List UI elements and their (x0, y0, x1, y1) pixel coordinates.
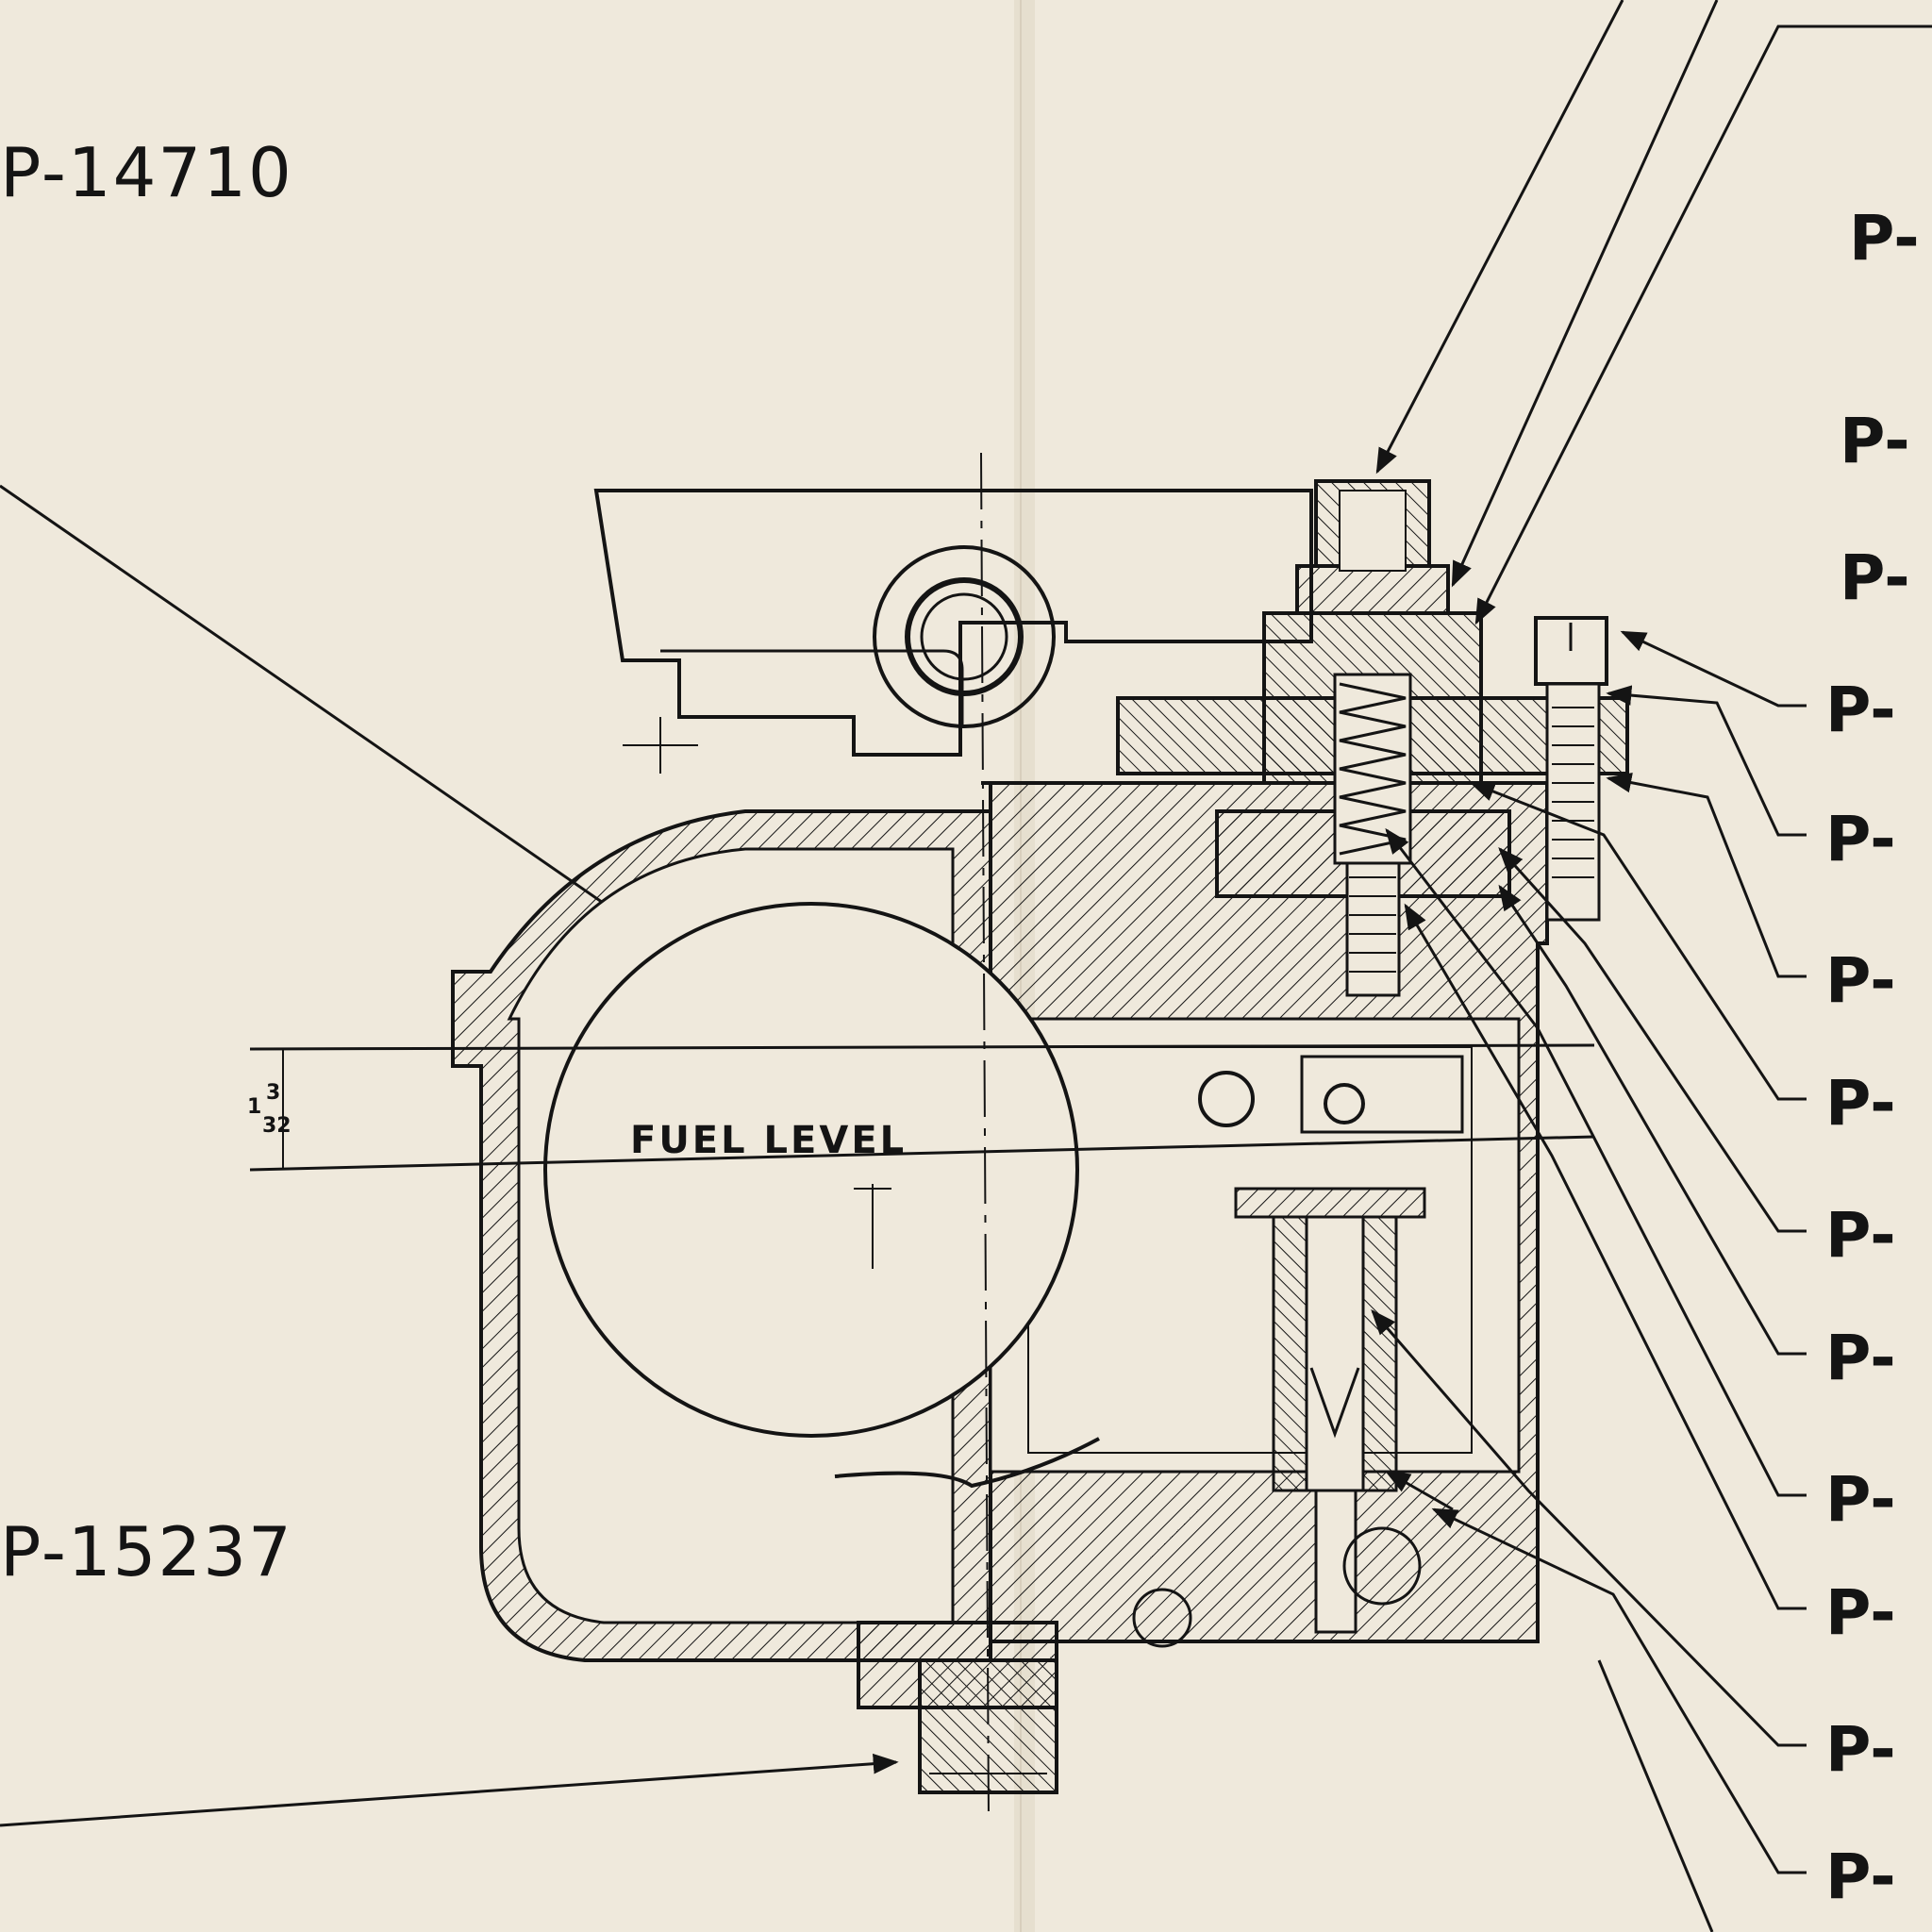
fuel-level-marker: FUEL LEVEL 1 3 32 (247, 1043, 1595, 1269)
dimension-denominator: 32 (262, 1114, 291, 1138)
main-jet-assembly (1132, 1055, 1464, 1648)
dimension-whole: 1 (247, 1095, 261, 1119)
float (543, 902, 1079, 1438)
part-label-right-4: P- (1825, 674, 1896, 746)
fuel-level-label: FUEL LEVEL (630, 1119, 907, 1162)
part-label-right-12: P- (1825, 1713, 1896, 1786)
part-label-bottom-left: P-15237 (0, 1512, 293, 1591)
needle-valve-tower (1262, 479, 1483, 997)
part-label-right-2: P- (1840, 405, 1910, 477)
part-label-right-1: P- (1849, 202, 1920, 275)
part-label-top-left: P-14710 (0, 133, 293, 212)
leader-lines-right (1371, 0, 1932, 1932)
dimension-numerator: 3 (266, 1081, 280, 1105)
vertical-center-line (980, 452, 990, 1822)
part-label-right-8: P- (1825, 1199, 1896, 1272)
part-label-right-3: P- (1840, 541, 1910, 614)
vent-screw (1534, 616, 1608, 922)
drain-plug (857, 1621, 1058, 1794)
part-label-right-6: P- (1825, 944, 1896, 1017)
right-part-labels: P- P- P- P- P- P- P- P- P- P- P- P- P- (1825, 202, 1920, 1913)
part-label-right-11: P- (1825, 1576, 1896, 1649)
part-label-right-10: P- (1825, 1463, 1896, 1536)
part-label-right-7: P- (1825, 1067, 1896, 1140)
leader-line-drain-plug (0, 1753, 899, 1827)
part-label-right-5: P- (1825, 803, 1896, 875)
float-lever (834, 1437, 1100, 1489)
part-label-right-13: P- (1825, 1840, 1896, 1913)
part-label-right-9: P- (1825, 1322, 1896, 1394)
